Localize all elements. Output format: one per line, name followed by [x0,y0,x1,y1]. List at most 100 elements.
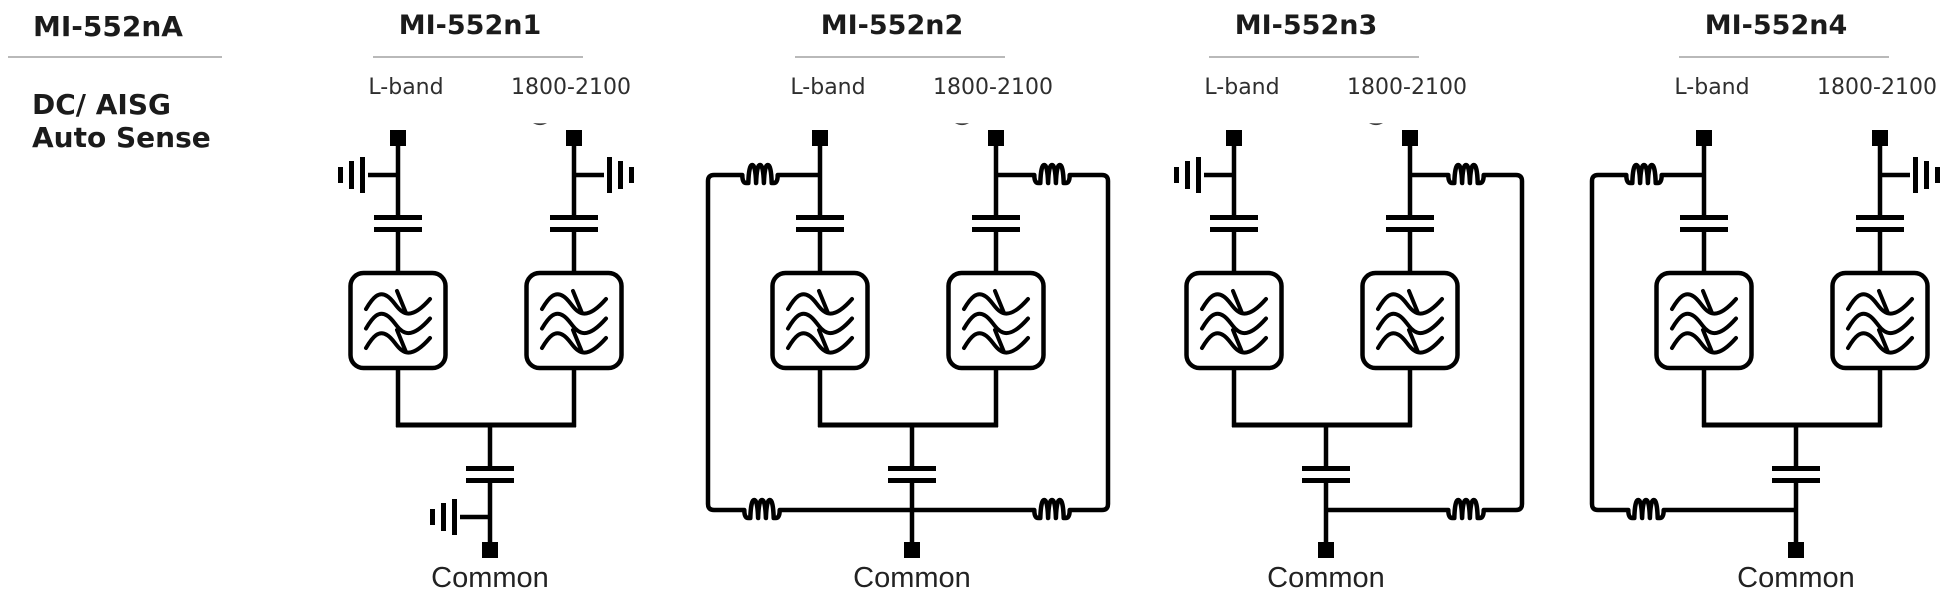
port-label-left: L-band [1674,75,1750,100]
filter-wave-row [1376,311,1444,336]
port-label-left: L-band [368,75,444,100]
capacitor-plate [374,215,422,220]
common-port-label: Common [1737,562,1855,594]
series-header: MI-552nA DC/ AISG Auto Sense [0,0,240,609]
model-divider [373,56,583,58]
model-title: MI-552n2 [820,10,964,41]
capacitor-plate [796,215,844,220]
capacitor-plate [1680,215,1728,220]
circuit-column-MI-552n3: MI-552n3 L-band 1800-2100 Common [1064,0,1544,609]
capacitor-plate [1302,478,1350,483]
right-ground-bypass [574,157,634,193]
filter-wave [540,311,608,336]
port-terminal [390,130,406,146]
model-divider [795,56,1005,58]
series-divider [8,56,222,58]
filter-wave [786,292,854,316]
common-branch [1702,422,1882,558]
series-feature-line2: Auto Sense [32,121,211,154]
filter-wave [786,311,854,336]
common-port-label: Common [853,562,971,594]
capacitor-plate [1856,215,1904,220]
right-port-branch [946,130,1046,427]
port-terminal [1696,130,1712,146]
filter-box [1654,270,1754,371]
common-terminal [904,542,920,558]
filter-wave [540,292,608,316]
port-terminal [988,130,1004,146]
bandpass-filter-icon [946,270,1046,371]
filter-wave-row [540,328,608,355]
filter-waves [962,289,1030,355]
port-terminal [1402,130,1418,146]
capacitor-plate [374,227,422,232]
filter-wave [1670,311,1738,336]
filter-wave [1200,311,1268,336]
port-terminal [812,130,828,146]
filter-wave-row [1376,328,1444,355]
common-branch [1232,422,1412,558]
circuit-column-MI-552n1: MI-552n1 L-band 1800-2100 Common [228,0,708,609]
filter-wave-tick [1701,289,1714,315]
capacitor-plate [1386,227,1434,232]
port-label-left: L-band [1204,75,1280,100]
right-port-branch [524,130,624,427]
capacitor-plate [888,478,936,483]
circuit-column-MI-552n2: MI-552n2 L-band 1800-2100 Common [650,0,1130,609]
model-divider [1679,56,1889,58]
filter-wave-row [1200,311,1268,336]
port-terminal [566,130,582,146]
filter-wave-tick [395,328,408,354]
common-ground-bypass [430,499,490,535]
common-terminal [482,542,498,558]
filter-wave [1846,311,1914,336]
filter-box [1360,270,1460,371]
choke-bypass-path [1326,162,1525,521]
port-label-right: 1800-2100 [511,75,631,100]
filter-waves [1846,289,1914,355]
filter-wave-row [786,289,854,316]
filter-wave-row [364,289,432,316]
bandpass-filter-icon [524,270,624,371]
series-feature: DC/ AISG Auto Sense [32,88,211,154]
filter-waves [364,289,432,355]
common-port-label: Common [1267,562,1385,594]
filter-wave-tick [571,328,584,354]
circuit-column-MI-552n4: MI-552n4 L-band 1800-2100 Common [1534,0,1952,609]
filter-wave-row [1846,311,1914,336]
common-terminal [1318,542,1334,558]
common-terminal [1788,542,1804,558]
left-ground-bypass [1174,157,1234,193]
left-ground-bypass [338,157,398,193]
filter-wave [1376,331,1444,355]
left-port-branch [770,130,870,427]
capacitor-plate [1772,478,1820,483]
filter-wave-tick [1407,289,1420,315]
filter-wave-row [786,328,854,355]
common-branch [818,422,998,558]
capacitor-plate [888,466,936,471]
filter-waves [786,289,854,355]
bandpass-filter-icon [770,270,870,371]
filter-wave [1846,292,1914,316]
left-port-branch [348,130,448,427]
filter-waves [1376,289,1444,355]
filter-box [348,270,448,371]
choke-bypass-path [912,162,1111,521]
filter-wave-tick [993,289,1006,315]
filter-wave [1670,331,1738,355]
circuit-schematic [705,123,1111,558]
filter-box [1830,270,1930,371]
filter-wave-tick [1877,328,1890,354]
filter-box [1184,270,1284,371]
filter-wave [1200,292,1268,316]
port-label-right: 1800-2100 [1347,75,1467,100]
bandpass-filter-icon [348,270,448,371]
capacitor-plate [1680,227,1728,232]
filter-wave-row [364,311,432,336]
port-terminal [1872,130,1888,146]
capacitor-plate [1386,215,1434,220]
filter-wave-row [1670,289,1738,316]
model-divider [1209,56,1419,58]
capacitor-plate [550,215,598,220]
